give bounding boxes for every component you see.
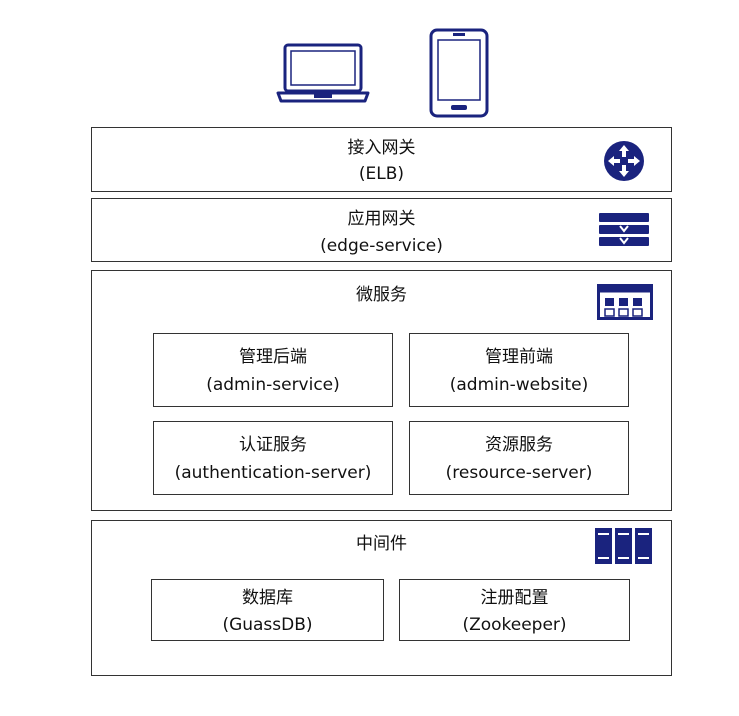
component-box-registry-config: 注册配置 (Zookeeper) — [399, 579, 630, 641]
service-box-resource-server: 资源服务 (resource-server) — [409, 421, 629, 495]
microservices-box: 微服务 管理后端 (admin-service) 管理前端 (admin-web… — [91, 270, 672, 511]
service-subtitle: (admin-website) — [449, 375, 589, 395]
laptop-icon — [276, 43, 370, 103]
server-rack-icon — [595, 528, 652, 564]
service-title: 资源服务 — [485, 435, 553, 455]
app-gateway-box: 应用网关 (edge-service) — [91, 198, 672, 262]
service-box-authentication-server: 认证服务 (authentication-server) — [153, 421, 393, 495]
service-box-admin-service: 管理后端 (admin-service) — [153, 333, 393, 407]
microservices-title: 微服务 — [356, 285, 407, 305]
service-subtitle: (authentication-server) — [174, 463, 372, 483]
app-gateway-subtitle: (edge-service) — [320, 236, 443, 256]
component-title: 注册配置 — [480, 588, 549, 608]
service-box-admin-website: 管理前端 (admin-website) — [409, 333, 629, 407]
service-title: 管理前端 — [485, 347, 553, 367]
component-title: 数据库 — [242, 588, 293, 608]
access-gateway-subtitle: (ELB) — [358, 164, 405, 184]
middleware-box: 中间件 数据库 (GuassDB) 注册配置 (Zookeeper) — [91, 520, 672, 676]
smartphone-icon — [429, 28, 489, 118]
middleware-title: 中间件 — [356, 534, 407, 554]
service-subtitle: (admin-service) — [206, 375, 340, 395]
app-grid-icon — [597, 284, 653, 320]
access-gateway-title: 接入网关 — [347, 138, 416, 158]
component-box-database: 数据库 (GuassDB) — [151, 579, 384, 641]
service-subtitle: (resource-server) — [445, 463, 593, 483]
service-title: 管理后端 — [239, 347, 307, 367]
component-subtitle: (GuassDB) — [222, 615, 313, 635]
app-gateway-title: 应用网关 — [347, 209, 416, 229]
gateway-icon — [599, 213, 649, 246]
router-icon — [604, 141, 644, 181]
access-gateway-box: 接入网关 (ELB) — [91, 127, 672, 192]
service-title: 认证服务 — [239, 435, 307, 455]
component-subtitle: (Zookeeper) — [462, 615, 567, 635]
